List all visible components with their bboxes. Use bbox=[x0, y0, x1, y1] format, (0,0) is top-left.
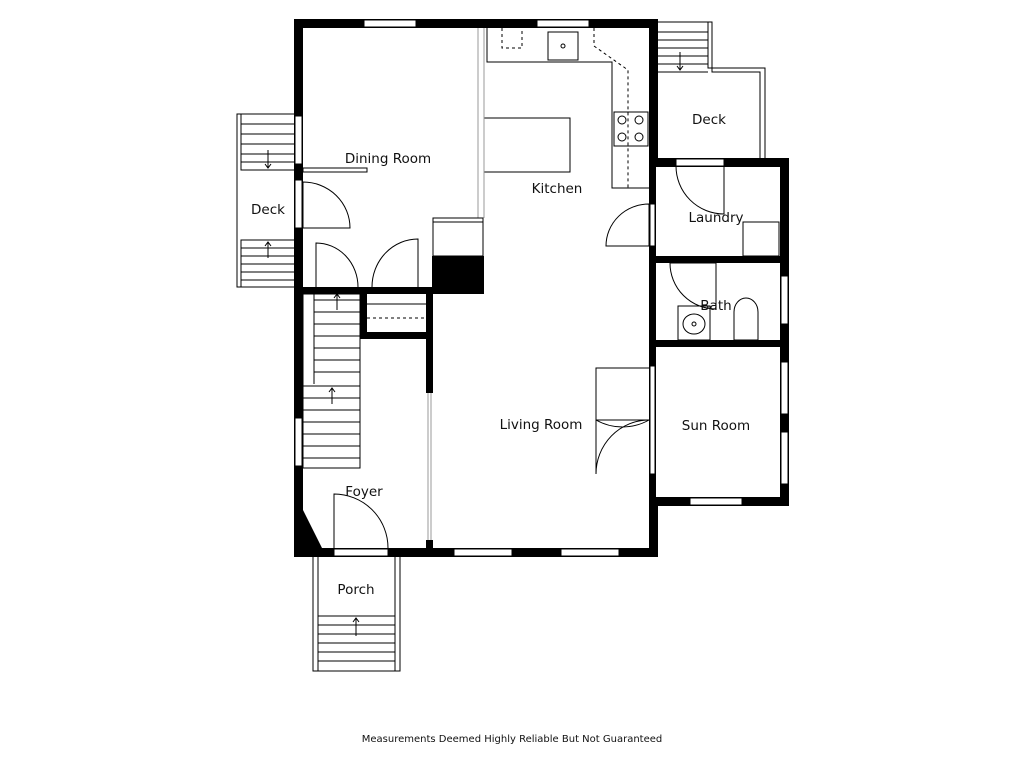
bath-fixtures bbox=[669, 262, 759, 341]
deck-left-structure bbox=[236, 113, 298, 288]
label-deck-left: Deck bbox=[251, 202, 285, 218]
dining-fixtures bbox=[302, 167, 368, 173]
interior-walls bbox=[303, 158, 789, 550]
label-living-room: Living Room bbox=[500, 417, 583, 433]
label-sun-room: Sun Room bbox=[682, 418, 750, 434]
doors bbox=[302, 181, 650, 549]
label-kitchen: Kitchen bbox=[532, 181, 583, 197]
interior-stairs bbox=[302, 293, 432, 540]
label-foyer: Foyer bbox=[345, 484, 383, 500]
porch-structure bbox=[312, 554, 401, 672]
label-deck-right: Deck bbox=[692, 112, 726, 128]
label-dining-room: Dining Room bbox=[345, 151, 431, 167]
deck-right-structure bbox=[657, 21, 766, 158]
label-porch: Porch bbox=[337, 582, 374, 598]
kitchen-fixtures bbox=[432, 28, 649, 257]
disclaimer-note: Measurements Deemed Highly Reliable But … bbox=[361, 734, 663, 745]
label-laundry: Laundry bbox=[688, 210, 743, 226]
laundry-fixtures bbox=[675, 165, 780, 257]
label-bath: Bath bbox=[700, 298, 731, 314]
windows bbox=[294, 19, 789, 557]
